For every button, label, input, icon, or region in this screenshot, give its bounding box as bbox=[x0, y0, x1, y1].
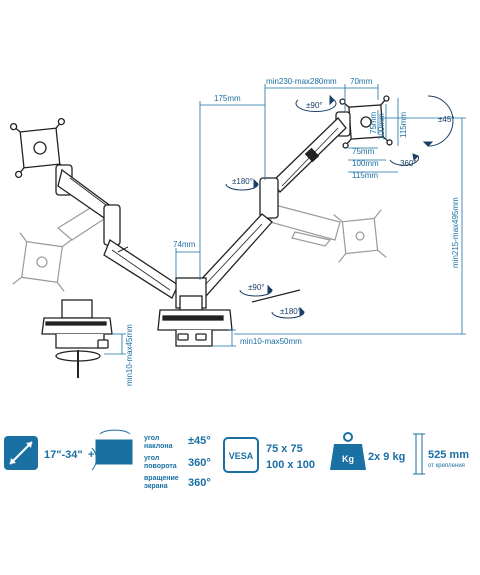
rotation-icons bbox=[225, 94, 454, 319]
svg-text:вращение: вращение bbox=[144, 475, 179, 482]
angle-base-b: ±180° bbox=[280, 307, 301, 316]
spec-strip: 17"-34" + угол наклона угол поворота вра… bbox=[4, 429, 469, 490]
weight-value: 2x 9 kg bbox=[368, 451, 405, 463]
swivel-icon-arm bbox=[225, 183, 259, 191]
dim-vesa-100-v: 100mm bbox=[377, 113, 386, 140]
swivel-icon-base-a bbox=[239, 289, 273, 297]
dim-grommet: min10-max45mm bbox=[125, 324, 134, 386]
weight-icon: Kg bbox=[330, 432, 366, 470]
dim-desk-clamp: min10-max50mm bbox=[240, 337, 302, 346]
screen-size-value: 17"-34" bbox=[44, 449, 83, 461]
svg-text:наклона: наклона bbox=[144, 443, 173, 450]
elbow-left bbox=[103, 204, 121, 246]
lower-arm-left bbox=[103, 239, 179, 299]
dim-width-74: 74mm bbox=[173, 240, 196, 249]
dimension-lines bbox=[104, 84, 466, 355]
center-base bbox=[157, 277, 233, 347]
vesa-icon bbox=[223, 437, 259, 473]
dim-vesa-115-v: 115mm bbox=[399, 112, 408, 138]
height-icon bbox=[413, 433, 425, 475]
svg-text:поворота: поворота bbox=[144, 463, 177, 470]
svg-text:угол: угол bbox=[144, 435, 159, 442]
vesa-line1: 75 x 75 bbox=[266, 443, 303, 455]
ghost-vesa-plate-right bbox=[333, 209, 387, 263]
vesa-plate-left bbox=[9, 117, 71, 179]
elbow-right bbox=[259, 177, 279, 219]
svg-text:VESA: VESA bbox=[229, 451, 254, 461]
dim-offset-70: 70mm bbox=[350, 77, 373, 86]
ghost-vesa-plate-left bbox=[12, 232, 72, 292]
svg-text:+: + bbox=[88, 449, 94, 461]
dim-vesa-100-h: 100mm bbox=[352, 159, 379, 168]
vesa-line2: 100 x 100 bbox=[266, 459, 315, 471]
dim-vesa-75-v: 75mm bbox=[369, 111, 378, 134]
swivel-icon-top bbox=[295, 99, 337, 112]
svg-text:Kg: Kg bbox=[342, 454, 354, 464]
tilt-icon bbox=[427, 95, 454, 147]
dim-height-range: min215-max495mm bbox=[451, 197, 460, 268]
angle-arm-swivel: ±180° bbox=[232, 177, 253, 186]
angle-tilt: ±45° bbox=[438, 115, 455, 124]
grommet-detail bbox=[41, 299, 113, 378]
monitor-tilt-icon bbox=[95, 439, 133, 465]
svg-text:экрана: экрана bbox=[144, 483, 168, 490]
rotate-icon bbox=[389, 155, 420, 166]
tilt-value: ±45° bbox=[188, 435, 211, 447]
ghost-positions bbox=[12, 204, 387, 292]
dim-reach: min230-max280mm bbox=[266, 77, 337, 86]
right-arm-assembly bbox=[195, 95, 393, 297]
angle-base-a: ±90° bbox=[248, 283, 265, 292]
angle-rotate: 360° bbox=[400, 159, 417, 168]
dim-vesa-75-h: 75mm bbox=[352, 147, 375, 156]
angle-top-swivel: ±90° bbox=[306, 101, 323, 110]
left-arm-assembly bbox=[9, 117, 179, 299]
height-value: 525 mm bbox=[428, 449, 469, 461]
dim-vesa-115-h: 115mm bbox=[352, 171, 378, 180]
height-caption: от крепления bbox=[428, 463, 465, 469]
dim-offset-175: 175mm bbox=[214, 94, 241, 103]
rotate-value: 360° bbox=[188, 477, 211, 489]
swivel-icon-base-b bbox=[271, 311, 305, 319]
swivel-value: 360° bbox=[188, 457, 211, 469]
svg-text:угол: угол bbox=[144, 455, 159, 462]
